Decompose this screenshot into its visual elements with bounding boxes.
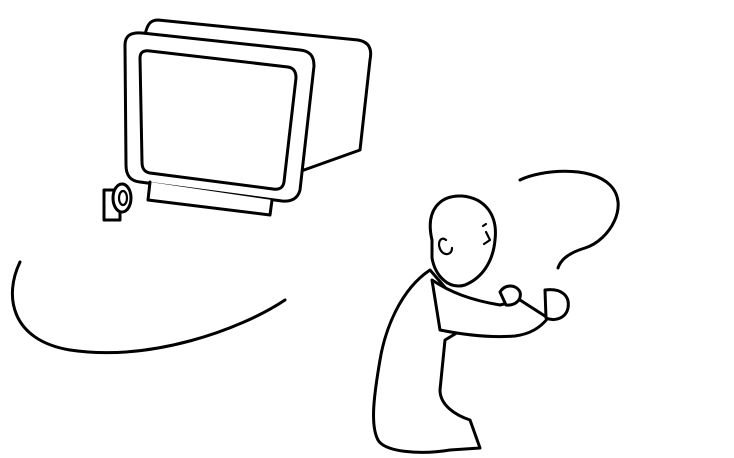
seated-person [374, 196, 569, 452]
video-camera [104, 184, 131, 220]
camera-cable [12, 262, 285, 353]
device-cable [520, 171, 618, 268]
monitor-screen [140, 51, 296, 189]
crt-monitor [125, 20, 371, 215]
